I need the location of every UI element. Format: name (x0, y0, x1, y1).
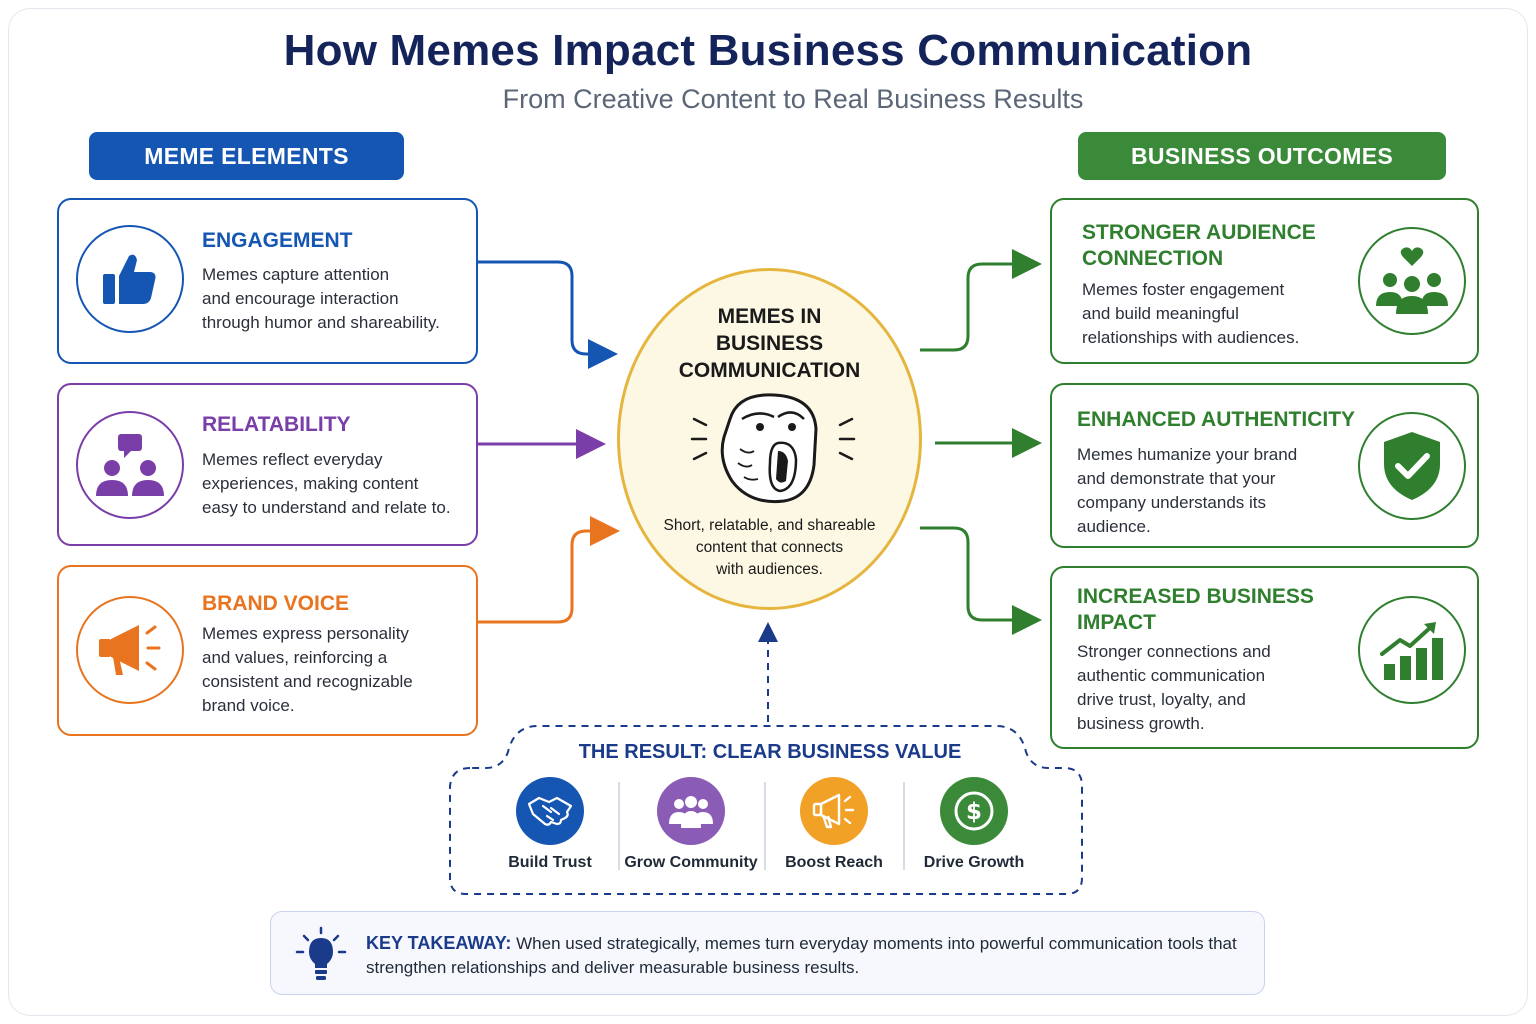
shield-check-icon (1384, 432, 1440, 500)
engagement-card: ENGAGEMENT Memes capture attention and e… (57, 198, 478, 364)
business-impact-card: INCREASED BUSINESS IMPACT Stronger conne… (1050, 566, 1479, 749)
page-frame (8, 8, 1528, 1016)
svg-text:$: $ (966, 799, 982, 825)
result-boost-reach: Boost Reach (759, 777, 909, 872)
handshake-icon (527, 796, 573, 826)
brand-voice-arrow (478, 516, 620, 624)
business-impact-title: INCREASED BUSINESS IMPACT (1077, 585, 1314, 634)
group-icon (669, 796, 713, 828)
takeaway-text: When used strategically, memes turn ever… (366, 934, 1237, 977)
brand-voice-card: BRAND VOICE Memes express personality an… (57, 565, 478, 736)
engagement-arrow (478, 260, 618, 369)
relatability-title: RELATABILITY (202, 413, 351, 436)
community-heart-icon (1376, 247, 1448, 314)
result-build-trust-label: Build Trust (508, 854, 592, 871)
result-drive-growth-label: Drive Growth (923, 854, 1025, 871)
engagement-icon-circle (76, 225, 184, 333)
result-grow-community-label: Grow Community (624, 854, 758, 871)
page-title: How Memes Impact Business Communication (283, 26, 1253, 75)
authenticity-icon-circle (1358, 412, 1466, 520)
result-grow-community-circle (657, 777, 725, 845)
result-boost-reach-circle (800, 777, 868, 845)
result-build-trust-circle (516, 777, 584, 845)
central-hub: MEMES IN BUSINESS COMMUNICATION Short, r… (617, 268, 922, 610)
takeaway-label: KEY TAKEAWAY: (366, 933, 512, 953)
impact-arrow (920, 526, 1042, 635)
hub-description: Short, relatable, and shareable content … (663, 517, 876, 578)
lightbulb-icon (295, 926, 347, 980)
meme-elements-header: MEME ELEMENTS (89, 132, 404, 180)
result-boost-reach-label: Boost Reach (785, 854, 883, 871)
brand-voice-body: Memes express personality and values, re… (202, 624, 413, 715)
thumbs-up-icon (103, 254, 156, 304)
result-divider (903, 782, 905, 870)
audience-connection-title: STRONGER AUDIENCE CONNECTION (1082, 221, 1316, 270)
brand-voice-icon-circle (76, 596, 184, 704)
key-takeaway-box: KEY TAKEAWAY: When used strategically, m… (270, 911, 1265, 995)
engagement-title: ENGAGEMENT (202, 229, 353, 252)
result-drive-growth-circle: $ (940, 777, 1008, 845)
laughing-meme-face-icon (690, 393, 856, 504)
engagement-body: Memes capture attention and encourage in… (202, 265, 440, 332)
result-divider (618, 782, 620, 870)
page-subtitle: From Creative Content to Real Business R… (502, 84, 1084, 114)
brand-voice-title: BRAND VOICE (202, 592, 350, 615)
result-grow-community: Grow Community (616, 777, 766, 872)
business-impact-body: Stronger connections and authentic commu… (1077, 642, 1271, 733)
business-outcomes-header: BUSINESS OUTCOMES (1078, 132, 1446, 180)
authenticity-card: ENHANCED AUTHENTICITY Memes humanize you… (1050, 383, 1479, 548)
relatability-body: Memes reflect everyday experiences, maki… (202, 450, 451, 517)
dollar-icon: $ (954, 791, 994, 831)
audience-connection-card: STRONGER AUDIENCE CONNECTION Memes foste… (1050, 198, 1479, 364)
megaphone-icon (99, 625, 161, 675)
result-drive-growth: $ Drive Growth (899, 777, 1049, 872)
audience-connection-icon-circle (1358, 227, 1466, 335)
authenticity-body: Memes humanize your brand and demonstrat… (1077, 445, 1298, 536)
result-box-outline (449, 725, 1083, 895)
authenticity-title: ENHANCED AUTHENTICITY (1077, 408, 1356, 431)
megaphone-icon (812, 793, 855, 829)
hub-title: MEMES IN BUSINESS COMMUNICATION (678, 305, 861, 382)
result-build-trust: Build Trust (475, 777, 625, 872)
result-title: THE RESULT: CLEAR BUSINESS VALUE (578, 741, 962, 763)
relatability-card: RELATABILITY Memes reflect everyday expe… (57, 383, 478, 546)
growth-chart-icon (1380, 622, 1443, 680)
connection-arrow (920, 249, 1042, 352)
result-divider (764, 782, 766, 870)
people-chat-icon (96, 434, 164, 496)
relatability-icon-circle (76, 411, 184, 519)
business-impact-icon-circle (1358, 596, 1466, 704)
audience-connection-body: Memes foster engagement and build meanin… (1082, 280, 1300, 347)
takeaway-text-block: KEY TAKEAWAY: When used strategically, m… (366, 931, 1246, 980)
